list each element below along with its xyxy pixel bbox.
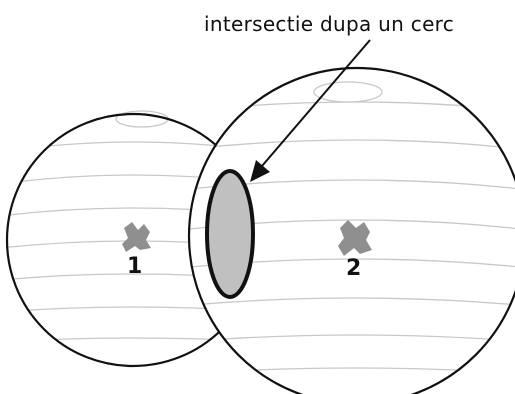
pointer-arrow	[250, 39, 371, 182]
sphere-2-label: 2	[346, 256, 362, 281]
sphere-2-pole-cap	[313, 81, 383, 103]
sphere-2-region-marker	[338, 220, 372, 256]
sphere-2-outline	[187, 66, 515, 394]
intersection-circle	[205, 169, 255, 299]
sphere-1-label: 1	[127, 254, 143, 279]
sphere-2	[187, 66, 515, 394]
sphere-1	[5, 110, 261, 368]
sphere-1-region-marker	[122, 222, 151, 252]
intersection-caption: intersectie dupa un cerc	[204, 12, 455, 36]
